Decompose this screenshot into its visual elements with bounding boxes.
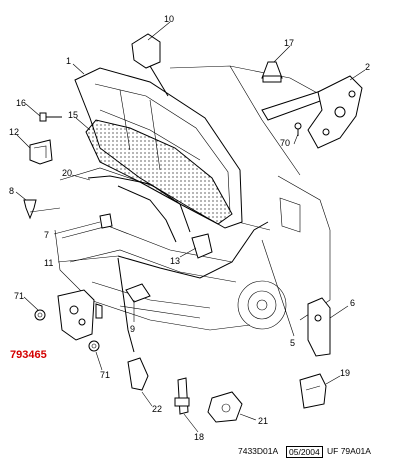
fastener-8[interactable] [23,199,37,220]
hinge-assembly[interactable] [261,75,363,149]
callout-8: 8 [9,186,14,196]
callout-16: 16 [16,98,26,108]
lever-22[interactable] [127,357,149,391]
callout-18: 18 [194,432,204,442]
pad-9[interactable] [125,283,151,303]
grommet-71-upper[interactable] [34,309,46,321]
callout-15: 15 [68,110,78,120]
callout-1: 1 [66,56,71,66]
stop-buffer[interactable] [261,61,283,83]
drawing-reference: 7433D01A [238,446,279,456]
hinge-bolt[interactable] [294,122,302,136]
callout-9: 9 [130,324,135,334]
grommet-71-lower[interactable] [88,340,100,352]
callout-12: 12 [9,127,19,137]
callout-7: 7 [44,230,49,240]
bracket-19[interactable] [299,373,327,409]
callout-20: 20 [62,168,72,178]
rod-holder-13[interactable] [191,233,213,259]
callout-labels: 10 17 2 1 15 16 12 20 8 7 11 13 9 5 6 70… [9,14,370,442]
callout-17: 17 [284,38,294,48]
clip-21[interactable] [207,391,243,423]
handle-10[interactable] [131,33,169,97]
insulation-pad[interactable] [85,119,233,225]
part-number-label: 793465 [10,349,47,361]
callout-71-lower: 71 [100,370,110,380]
release-cable[interactable] [117,221,269,353]
callout-6: 6 [350,298,355,308]
bolt-16[interactable] [39,112,62,122]
callout-11: 11 [44,258,53,268]
callout-13: 13 [170,256,180,266]
callout-22: 22 [152,404,162,414]
callout-71-upper: 71 [14,291,24,301]
callout-70: 70 [280,138,290,148]
callout-5: 5 [290,338,295,348]
drawing-date: 05/2004 [286,446,323,458]
lock-assembly[interactable] [57,289,103,341]
clip-12[interactable] [29,139,53,165]
cable-end-18[interactable] [174,377,190,415]
catch-6[interactable] [307,297,331,357]
bracket-7[interactable] [99,213,113,229]
callout-2: 2 [365,62,370,72]
vehicle-body-outline [54,65,346,331]
prop-rod[interactable] [87,175,191,243]
leader-lines [15,21,366,433]
callout-19: 19 [340,368,350,378]
callout-21: 21 [258,416,268,426]
document-reference: UF 79A01A [327,446,371,456]
callout-10: 10 [164,14,174,24]
